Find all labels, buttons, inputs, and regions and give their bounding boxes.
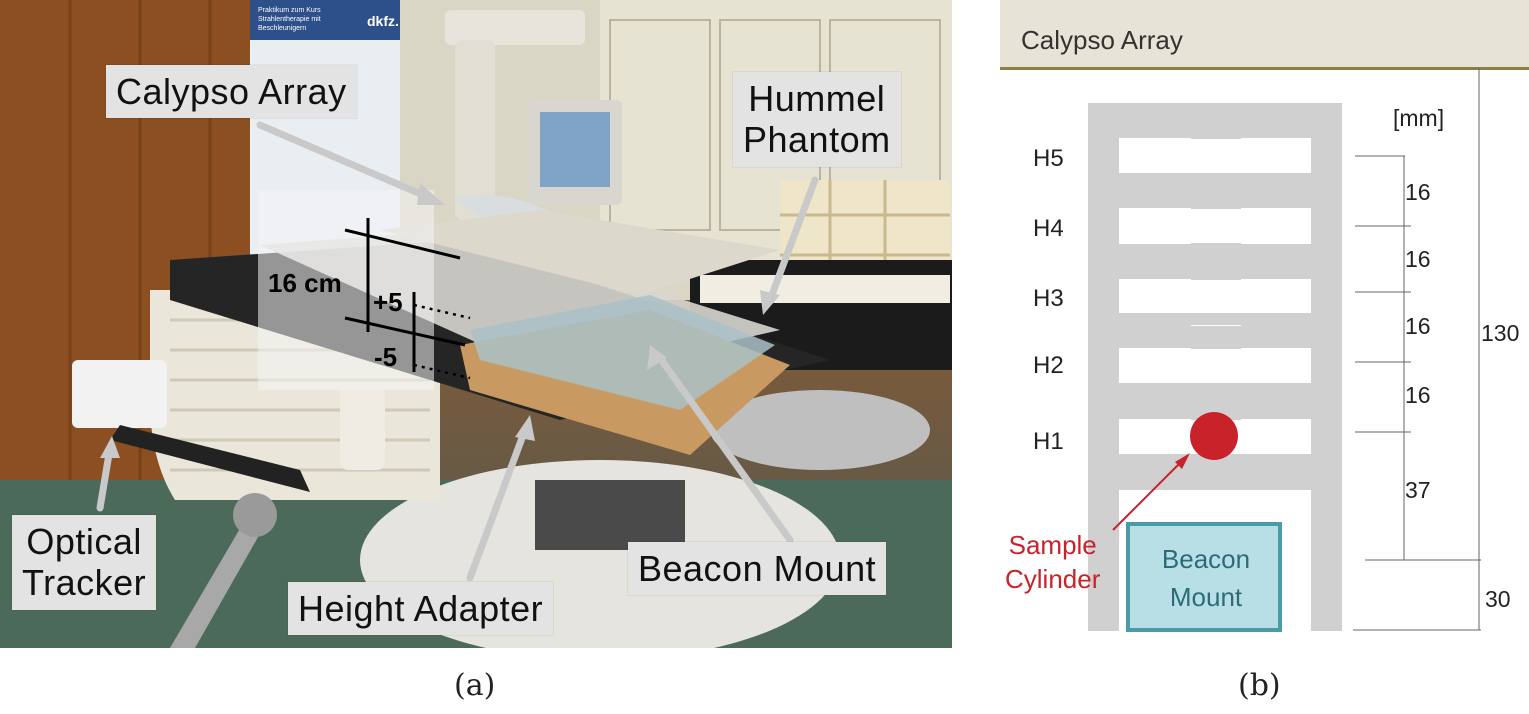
beacon-mount-label: Beacon Mount [1132,540,1280,616]
header-rule [1000,67,1529,70]
arm-column [455,40,495,220]
spacing-6: 30 [1485,586,1511,612]
beacon-mount-plate [470,295,775,410]
sample-cylinder-dot [1190,412,1238,460]
level-h2: H2 [1033,352,1064,379]
sample-label-line2: Cylinder [1005,564,1101,594]
caption-a: (a) [454,668,496,703]
overlay-plus: +5 [373,287,403,317]
overlay-minus: -5 [374,342,398,372]
photo-panel: Calypso Array Hummel Phantom Optical Tra… [0,0,952,648]
caption-b: (b) [1238,668,1281,703]
measurement-overlay [258,190,434,390]
level-h4: H4 [1033,215,1064,242]
label-hummel-line1: Hummel [748,78,886,119]
label-hummel-line2: Phantom [743,119,891,161]
level-h1: H1 [1033,428,1064,455]
mount-label-line1: Beacon [1161,544,1251,574]
phantom-diagram [1000,0,1529,632]
label-height-adapter: Height Adapter [288,582,554,636]
beacon-mount-box [1126,522,1282,632]
mount-label-line2: Mount [1169,582,1243,612]
sample-cylinder-label: Sample Cylinder [1005,528,1100,596]
level-h5: H5 [1033,145,1064,172]
array-plate [380,210,780,295]
label-beacon-mount: Beacon Mount [628,542,887,596]
sample-label-line1: Sample [1008,530,1097,560]
photo-scene [0,0,952,648]
label-calypso-array: Calypso Array [106,65,357,119]
hand-pendant [340,385,385,470]
couch-plate [710,390,930,470]
diagram-panel: Calypso Array [mm] H5 H4 H3 H2 H1 16 16 … [993,0,1529,650]
label-optical-line2: Tracker [22,562,147,604]
label-optical-line1: Optical [26,521,142,562]
optical-tracker [72,360,167,428]
spacing-5: 37 [1405,477,1431,503]
overlay-dimension: 16 cm [268,268,342,298]
diagram-header: Calypso Array [1021,25,1183,55]
level-h3: H3 [1033,285,1064,312]
units-label: [mm] [1393,105,1445,131]
header-band [1000,0,1529,68]
sample-arrow [1112,459,1184,531]
sign-logo: dkfz. [367,13,399,29]
total-dimension: 130 [1481,320,1520,346]
arm-top [445,10,585,45]
spacing-2: 16 [1405,246,1431,272]
spacing-3: 16 [1405,313,1431,339]
label-hummel-phantom: Hummel Phantom [733,72,901,167]
sign-text: Praktikum zum Kurs Strahlentherapie mit … [258,7,321,32]
dimension-lines [1353,68,1481,631]
spacing-1: 16 [1405,179,1431,205]
tripod-rod [170,520,262,648]
spacing-4: 16 [1405,382,1431,408]
label-optical-tracker: Optical Tracker [12,515,157,610]
